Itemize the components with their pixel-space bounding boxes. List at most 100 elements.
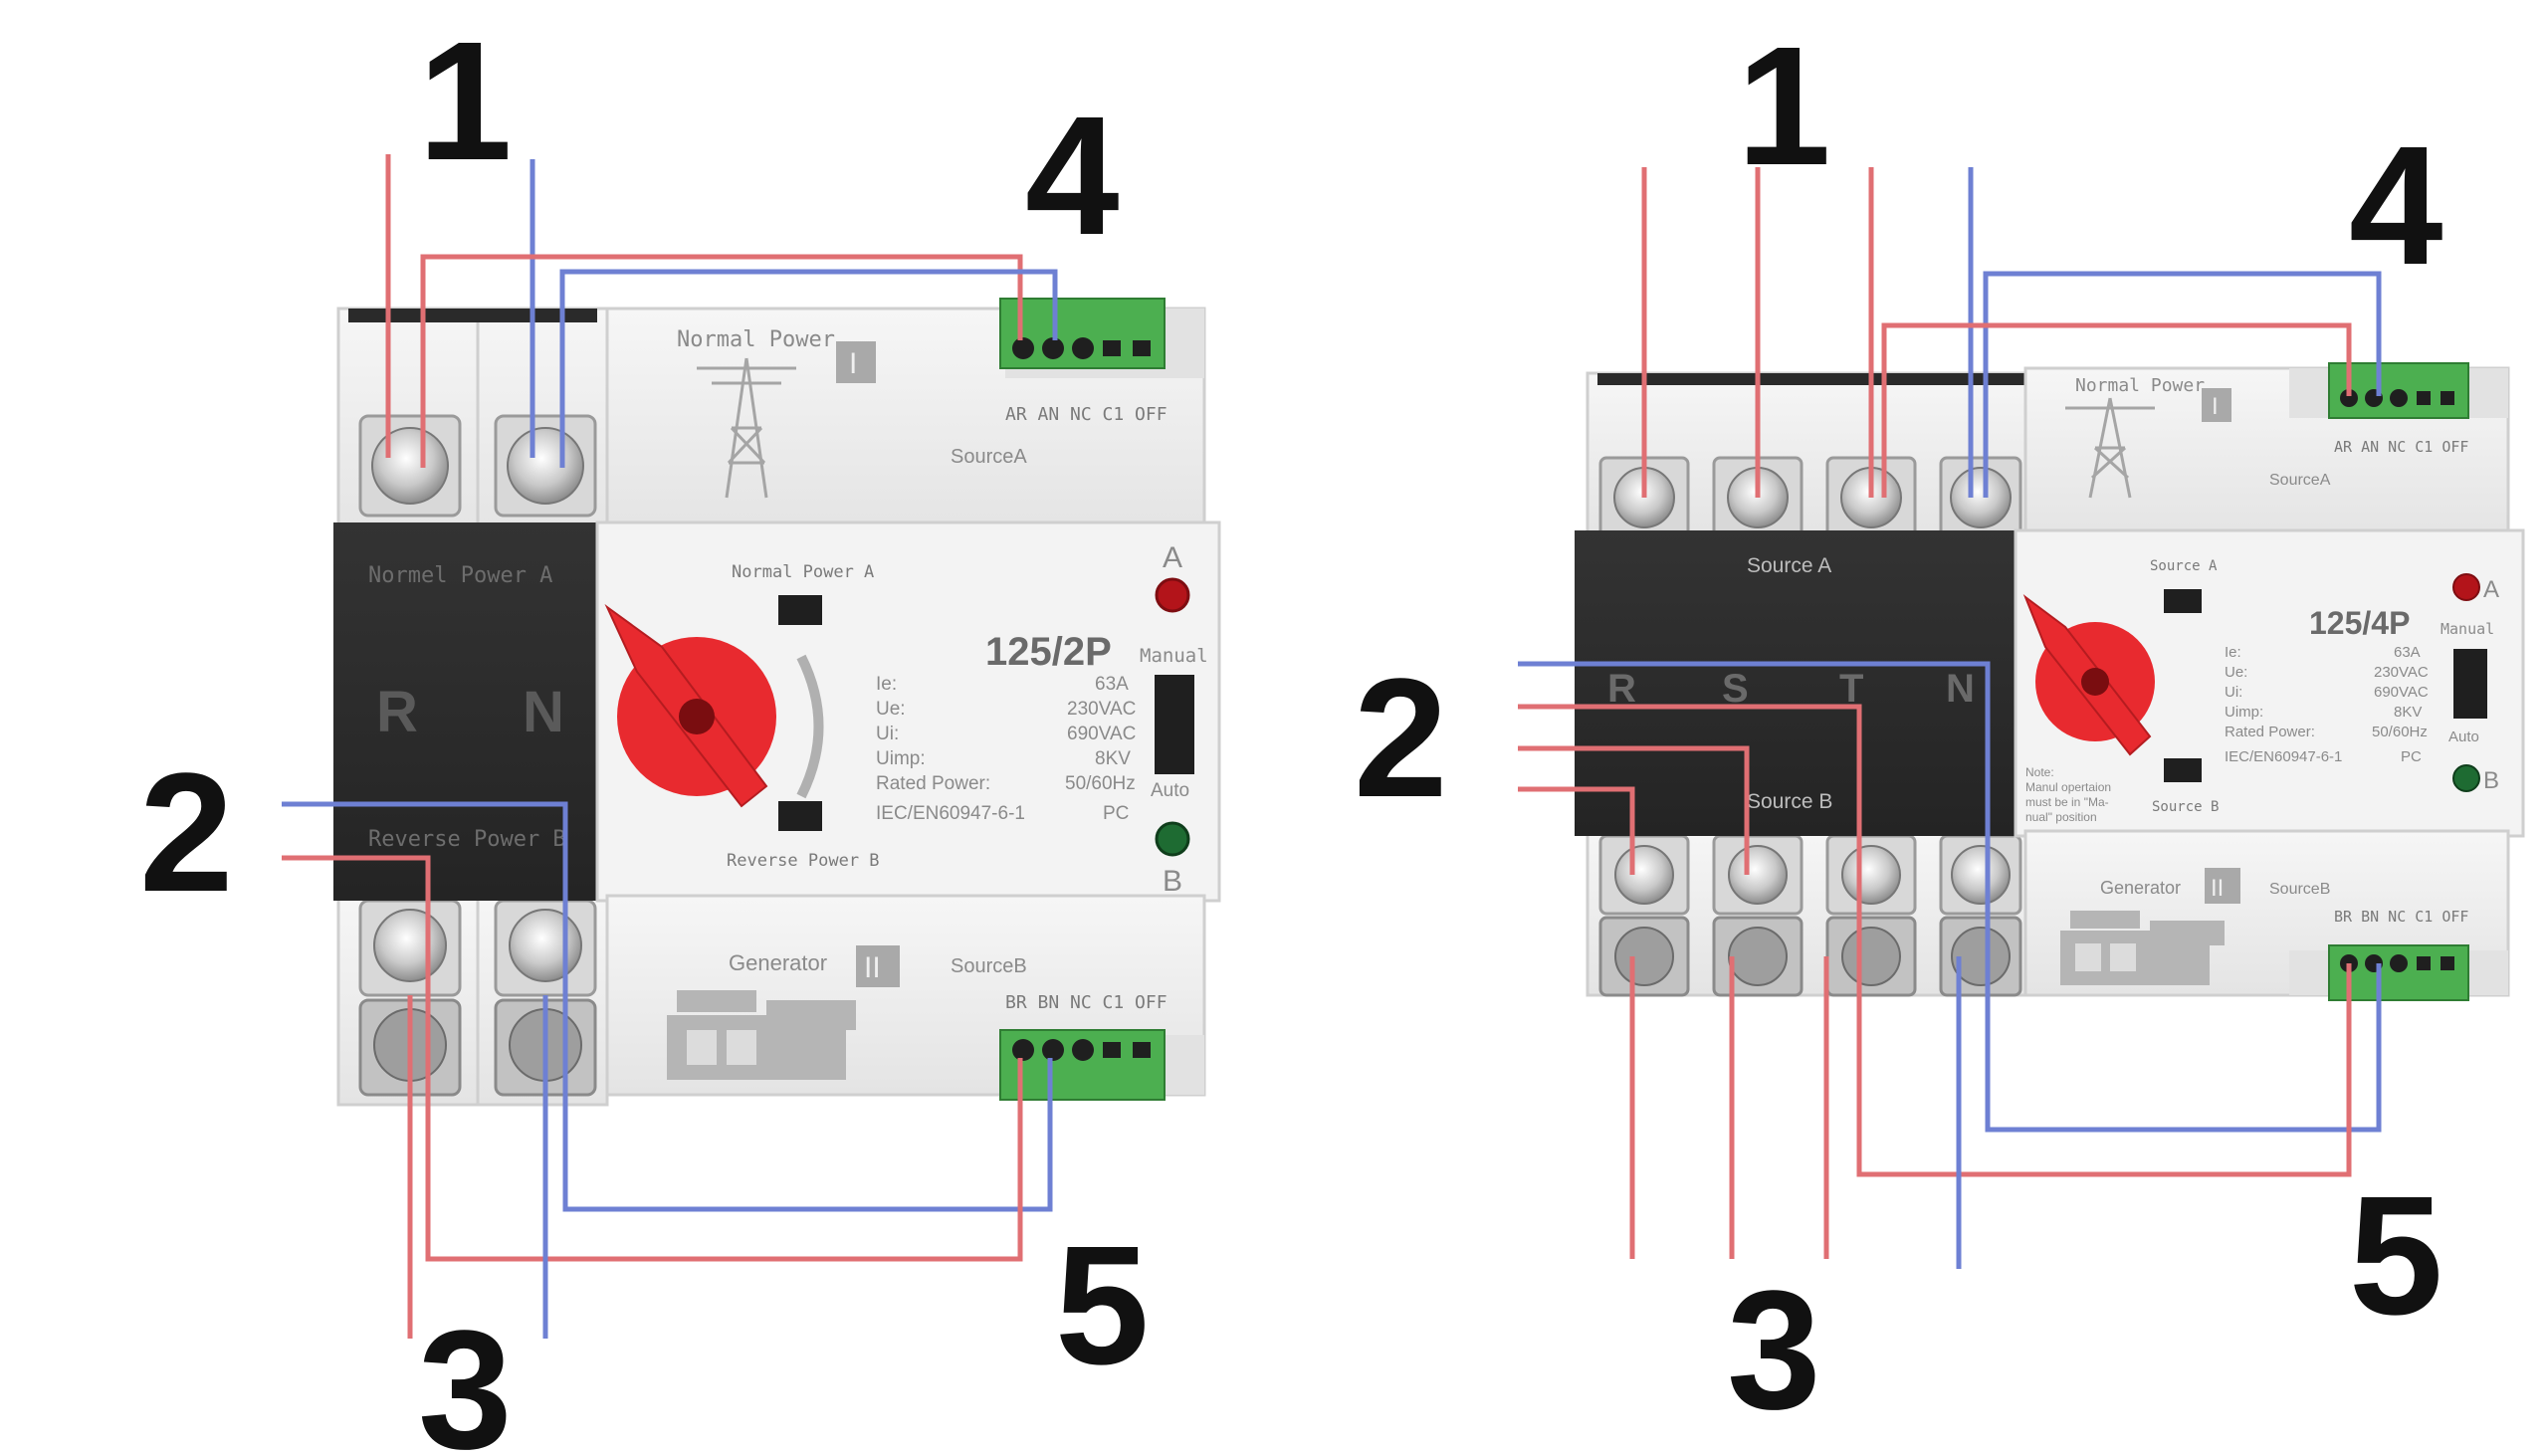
right-knob-top-label: Source A	[2150, 558, 2218, 574]
left-wire-source2-r	[282, 855, 1023, 1262]
spec-label: Rated Power:	[876, 773, 990, 794]
right-note-text: Note: Manul opertaion must be in "Ma- nu…	[2025, 765, 2111, 824]
callout-3-left: 3	[418, 1296, 513, 1456]
right-led-b	[2452, 764, 2480, 792]
spec-value: 50/60Hz	[2372, 724, 2428, 740]
right-wire-source2-t	[1518, 704, 2352, 1177]
spec-label: Rated Power:	[2225, 724, 2315, 740]
spec-label: Uimp:	[876, 748, 926, 769]
right-pole-n-label: N	[1946, 667, 1975, 711]
right-wire-source2-n	[1518, 661, 2382, 1133]
right-pole-r-label: R	[1607, 667, 1636, 711]
rotary-handle[interactable]	[604, 603, 776, 808]
right-led-a	[2452, 573, 2480, 601]
left-source-a-label: SourceA	[951, 446, 1027, 468]
left-led-b-label: B	[1163, 865, 1182, 898]
left-manual-label: Manual	[1140, 645, 1208, 667]
note-line: Manul opertaion	[2025, 780, 2111, 794]
right-auto-label: Auto	[2448, 728, 2479, 745]
right-roman-two-box	[2205, 868, 2240, 904]
spec-value: 230VAC	[2374, 664, 2429, 681]
left-terminal-labels-top: AR AN NC C1 OFF	[1005, 404, 1168, 425]
left-ats-device: Normel Power A R N Reverse Power B Norma…	[282, 154, 1221, 1339]
callout-1-right: 1	[1737, 12, 1831, 201]
rotation-arrow-icon	[796, 654, 824, 799]
right-source-a-label: SourceA	[2269, 472, 2331, 489]
right-roman-two: II	[2211, 875, 2224, 902]
left-led-b	[1155, 821, 1190, 857]
right-roman-one-box	[2202, 388, 2231, 422]
right-roman-one: I	[2212, 393, 2219, 420]
spec-label: Ie:	[2225, 644, 2241, 661]
right-wire-source2-r	[1518, 786, 1635, 875]
left-black-cover	[333, 522, 607, 901]
right-black-source-a: Source A	[1747, 554, 1831, 577]
left-wiring	[282, 154, 1058, 1339]
left-wire-sense-ar	[420, 254, 1023, 468]
left-top-terminal-block	[999, 298, 1166, 369]
right-terminal-labels-top: AR AN NC C1 OFF	[2334, 438, 2468, 456]
right-led-b-label: B	[2483, 767, 2499, 794]
left-roman-one-box	[836, 341, 876, 383]
left-spec-table: Ie: Ue: Ui: Uimp: Rated Power: IEC/EN609…	[876, 674, 1136, 824]
right-normal-power-label: Normal Power	[2075, 375, 2205, 396]
left-model-label: 125/2P	[985, 630, 1112, 674]
right-black-cover	[1575, 530, 2032, 836]
left-pole-n-label: N	[523, 680, 564, 744]
right-pole-s-label: S	[1722, 667, 1749, 711]
callout-5-left: 5	[1055, 1211, 1150, 1400]
right-terminal-labels-bottom: BR BN NC C1 OFF	[2334, 908, 2468, 926]
left-terminal-labels-bottom: BR BN NC C1 OFF	[1005, 992, 1168, 1013]
left-led-a	[1155, 577, 1190, 613]
left-black-top-text: Normel Power A	[368, 563, 552, 588]
left-mode-switch[interactable]	[1155, 675, 1194, 774]
left-led-a-label: A	[1163, 541, 1182, 574]
callout-1-left: 1	[418, 7, 513, 196]
right-wire-sense-an	[1983, 271, 2382, 498]
power-tower-icon	[2065, 397, 2155, 499]
left-source-b-label: SourceB	[951, 955, 1027, 977]
left-wire-sense-an	[559, 269, 1058, 468]
spec-label: IEC/EN60947-6-1	[2225, 748, 2342, 765]
left-black-bottom-text: Reverse Power B	[368, 827, 566, 852]
spec-value: 690VAC	[1067, 724, 1136, 744]
right-wire-sense-ar	[1881, 322, 2352, 498]
right-led-a-label: A	[2483, 576, 2499, 603]
right-wire-source2-s	[1518, 745, 1750, 875]
left-auto-label: Auto	[1151, 780, 1189, 801]
spec-label: IEC/EN60947-6-1	[876, 803, 1025, 824]
left-knob-top-label: Normal Power A	[732, 562, 874, 582]
spec-value: PC	[2401, 748, 2422, 765]
spec-value: 8KV	[1095, 748, 1131, 769]
rotary-handle[interactable]	[2022, 594, 2155, 756]
right-top-terminal-block	[2328, 362, 2469, 419]
spec-label: Ue:	[876, 699, 906, 720]
left-normal-power-label: Normal Power	[677, 327, 835, 352]
right-ats-device: Source A R S T N Source B Normal Power I…	[1518, 167, 2525, 1269]
right-source-b-label: SourceB	[2269, 881, 2330, 898]
left-generator-label: Generator	[729, 950, 827, 975]
right-pole-t-label: T	[1839, 667, 1863, 711]
right-mode-switch[interactable]	[2453, 649, 2487, 719]
callout-4-right: 4	[2349, 111, 2443, 301]
left-roman-two: II	[864, 951, 881, 984]
callout-4-left: 4	[1025, 82, 1120, 271]
right-knob-bottom-label: Source B	[2152, 799, 2219, 815]
spec-label: Ie:	[876, 674, 897, 695]
callout-numbers: 1 4 2 3 5 1 4 2 3 5	[139, 7, 2443, 1456]
spec-value: 63A	[1095, 674, 1129, 695]
spec-value: 63A	[2394, 644, 2421, 661]
right-spec-table: Ie: Ue: Ui: Uimp: Rated Power: IEC/EN609…	[2225, 644, 2429, 765]
generator-icon	[667, 990, 856, 1080]
right-bottom-terminal-block	[2328, 944, 2469, 1001]
left-wire-source2-n	[282, 801, 1053, 1212]
spec-value: PC	[1103, 803, 1129, 824]
right-wiring	[1518, 167, 2382, 1269]
generator-icon	[2060, 911, 2225, 985]
note-line: nual" position	[2025, 810, 2097, 824]
left-roman-one: I	[849, 347, 857, 380]
spec-value: 50/60Hz	[1065, 773, 1136, 794]
spec-label: Ui:	[2225, 684, 2242, 701]
right-model-label: 125/4P	[2309, 605, 2410, 641]
